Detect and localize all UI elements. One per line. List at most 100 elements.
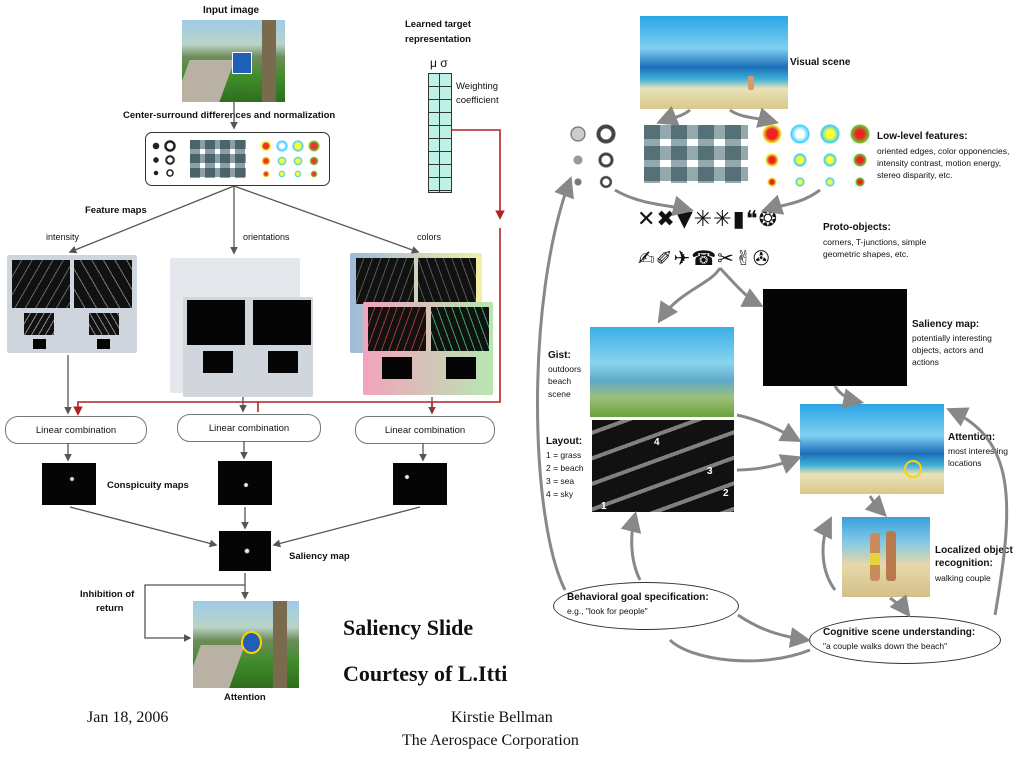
learned-target-label-1: Learned target — [405, 19, 471, 30]
inhibition-label-2: return — [96, 603, 124, 614]
layout-num-4: 4 — [654, 437, 660, 448]
conspicuity-map-orientation — [218, 461, 272, 505]
low-level-desc-2: intensity contrast, motion energy, — [877, 158, 1002, 168]
linear-combination-label-3: Linear combination — [384, 424, 466, 436]
saliency-map-label: Saliency map — [289, 551, 350, 562]
conspicuity-map-intensity — [42, 463, 96, 505]
learned-target-label-2: representation — [405, 34, 471, 45]
linear-combination-label-2: Linear combination — [208, 422, 290, 434]
attention-desc-2: locations — [948, 458, 982, 468]
visual-scene-label: Visual scene — [790, 57, 851, 68]
left-diagram: Input image Learned target representatio… — [0, 0, 515, 710]
low-level-desc-3: stereo disparity, etc. — [877, 170, 953, 180]
color-map-5 — [382, 357, 412, 379]
proto-objects-desc-2: geometric shapes, etc. — [823, 249, 909, 259]
low-level-title: Low-level features: — [877, 131, 968, 142]
colors-label: colors — [417, 232, 442, 242]
gist-desc-2: beach — [548, 376, 572, 386]
inhibition-label-1: Inhibition of — [80, 589, 135, 600]
gist-desc-3: scene — [548, 389, 571, 399]
intensity-map-1 — [12, 260, 70, 308]
proto-objects-title: Proto-objects: — [823, 222, 891, 233]
feature-intensity-dots — [150, 138, 182, 180]
recognition-image — [842, 517, 930, 597]
layout-num-2: 2 — [723, 488, 729, 499]
low-level-orientation — [644, 125, 748, 183]
right-diagram: Visual scene Low-level features: oriente… — [520, 0, 1024, 710]
saliency-map-desc-3: actions — [912, 357, 939, 367]
slide-title: Saliency Slide — [343, 615, 474, 640]
recognition-desc: walking couple — [935, 573, 991, 583]
attention-label: Attention — [224, 692, 266, 703]
recognition-title-2: recognition: — [935, 558, 993, 569]
behavioral-goal-ellipse — [553, 582, 739, 630]
saliency-map-desc-2: objects, actors and — [912, 345, 984, 355]
feature-color-dots — [258, 138, 324, 180]
footer-date: Jan 18, 2006 — [87, 709, 169, 726]
attention-desc-1: most interesting — [948, 446, 1008, 456]
layout-image — [592, 420, 734, 512]
color-map-6 — [446, 357, 476, 379]
saliency-map-desc-1: potentially interesting — [912, 333, 992, 343]
layout-title: Layout: — [546, 436, 583, 447]
gist-image — [590, 327, 734, 417]
behavioral-goal-title: Behavioral goal specification: — [567, 592, 709, 603]
proto-objects-row-1: ✕✖▼✳✳▮❝❂ — [637, 207, 779, 232]
saliency-map-title: Saliency map: — [912, 319, 980, 330]
attention-image — [193, 601, 299, 688]
layout-item-3: 3 = sea — [546, 476, 575, 486]
slide-credit: Courtesy of L.Itti — [343, 661, 508, 686]
layout-num-1: 1 — [601, 501, 607, 512]
intensity-label: intensity — [46, 232, 80, 242]
cognitive-title: Cognitive scene understanding: — [823, 627, 976, 638]
gist-desc-1: outdoors — [548, 364, 582, 374]
attention-title: Attention: — [948, 432, 996, 443]
color-map-2 — [418, 258, 476, 304]
intensity-map-3 — [24, 313, 54, 335]
visual-scene-image — [640, 16, 788, 109]
weighting-label-1: Weighting — [456, 81, 499, 92]
gist-title: Gist: — [548, 350, 571, 361]
conspicuity-maps-label: Conspicuity maps — [107, 480, 189, 491]
intensity-map-2 — [74, 260, 132, 308]
weight-vector — [428, 73, 452, 193]
orientations-label: orientations — [243, 232, 290, 242]
recognition-title-1: Localized object — [935, 545, 1013, 556]
linear-combination-intensity: Linear combination — [5, 416, 147, 444]
behavioral-goal-desc: e.g., "look for people" — [567, 606, 648, 616]
low-level-color — [762, 120, 874, 192]
orientation-map-4 — [268, 351, 298, 373]
left-connectors — [64, 102, 505, 642]
intensity-map-4 — [89, 313, 119, 335]
linear-combination-label-1: Linear combination — [35, 424, 117, 436]
layout-num-3: 3 — [707, 466, 713, 477]
color-map-1 — [356, 258, 414, 304]
feature-maps-label: Feature maps — [85, 205, 147, 216]
saliency-map-right — [763, 289, 907, 386]
low-level-desc-1: oriented edges, color opponencies, — [877, 146, 1010, 156]
proto-objects-desc-1: corners, T-junctions, simple — [823, 237, 927, 247]
input-image-label: Input image — [203, 5, 260, 16]
linear-combination-color: Linear combination — [355, 416, 495, 444]
intensity-map-6 — [97, 339, 110, 349]
low-level-intensity — [568, 120, 618, 192]
cognitive-desc: "a couple walks down the beach" — [823, 641, 948, 651]
color-map-3 — [368, 307, 426, 351]
right-connectors — [536, 106, 1009, 663]
proto-objects-row-2: ✍✐✈☎✂✌✇ — [638, 246, 771, 270]
footer-author: Kirstie Bellman — [451, 709, 553, 726]
conspicuity-map-color — [393, 463, 447, 505]
saliency-map-image — [219, 531, 271, 571]
attention-scene-image — [800, 404, 944, 494]
orientation-map-3 — [203, 351, 233, 373]
layout-item-1: 1 = grass — [546, 450, 582, 460]
orientation-map-1 — [187, 300, 245, 345]
center-surround-label: Center-surround differences and normaliz… — [123, 110, 336, 121]
mu-sigma-label: μ σ — [430, 56, 448, 70]
layout-item-2: 2 = beach — [546, 463, 584, 473]
intensity-map-5 — [33, 339, 46, 349]
input-image — [182, 20, 285, 102]
linear-combination-orientation: Linear combination — [177, 414, 321, 442]
layout-item-4: 4 = sky — [546, 489, 574, 499]
weighting-label-2: coefficient — [456, 95, 499, 106]
